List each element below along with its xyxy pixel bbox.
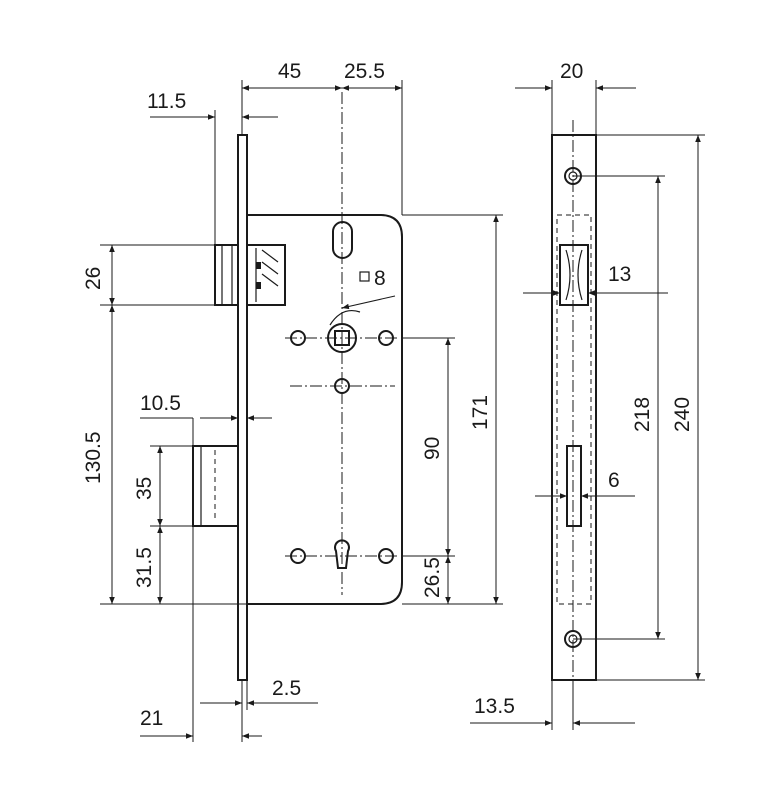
keyhole <box>334 539 350 569</box>
dim-label-25-5: 25.5 <box>344 60 385 83</box>
dim-label-13-5: 13.5 <box>474 695 515 718</box>
dim-label-10-5: 10.5 <box>140 392 181 415</box>
lock-side-view <box>192 92 403 681</box>
dim-label-21: 21 <box>140 707 163 730</box>
dim-label-8: 8 <box>374 267 386 290</box>
latch-bolt <box>214 244 286 306</box>
dim-label-20: 20 <box>560 60 583 83</box>
dim-label-26-5: 26.5 <box>421 557 444 598</box>
dim-label-11-5: 11.5 <box>147 90 186 113</box>
dim-label-90: 90 <box>421 437 444 460</box>
dim-label-2-5: 2.5 <box>272 677 301 700</box>
faceplate-front <box>551 134 597 681</box>
dim-label-6: 6 <box>608 469 620 492</box>
handle-follower <box>327 309 361 353</box>
dim-label-218: 218 <box>631 397 654 432</box>
dim-label-13: 13 <box>608 263 631 286</box>
latch-opening <box>559 244 589 306</box>
dim-label-45: 45 <box>278 60 301 83</box>
front-view-dimensions <box>470 80 705 730</box>
dim-label-130-5: 130.5 <box>82 431 105 484</box>
faceplate <box>237 134 248 681</box>
side-view-dimensions <box>100 80 503 742</box>
dimension-labels: 11.5 45 25.5 20 8 13 10.5 6 2.5 21 13.5 … <box>82 60 694 730</box>
dead-bolt <box>192 445 239 527</box>
dead-bolt-slot <box>566 445 582 527</box>
lock-case <box>247 214 403 605</box>
dim-label-31-5: 31.5 <box>133 547 156 588</box>
lock-front-view <box>551 120 597 692</box>
square-spindle-symbol <box>359 271 370 282</box>
dim-label-240: 240 <box>671 397 694 432</box>
dim-label-26: 26 <box>82 267 105 290</box>
dim-label-171: 171 <box>469 395 492 430</box>
dim-label-35: 35 <box>133 477 156 500</box>
